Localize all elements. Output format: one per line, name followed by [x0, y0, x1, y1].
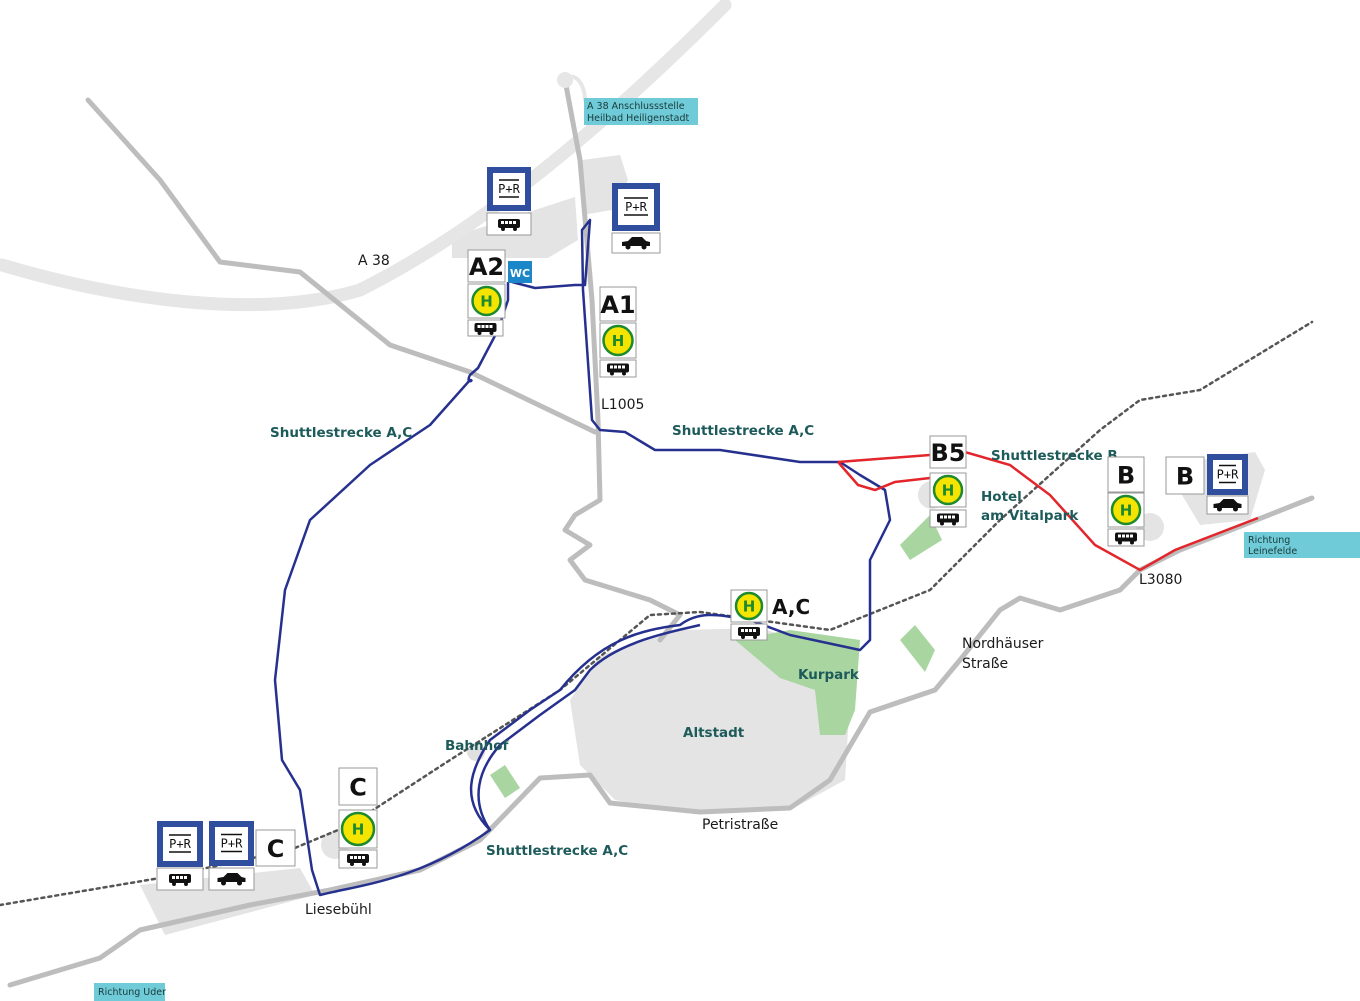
- info-box-uder: Richtung Uder: [94, 983, 166, 1001]
- bus-icon: [1107, 528, 1145, 547]
- label-l3080: L3080: [1139, 572, 1182, 588]
- stop-label-a2[interactable]: A2: [467, 249, 506, 283]
- car-icon: [1206, 495, 1249, 515]
- shuttle-route-ac: [273, 218, 892, 897]
- label-hotel-2: am Vitalpark: [981, 508, 1079, 524]
- bus-icon: [599, 359, 637, 378]
- wc-text: WC: [510, 267, 530, 280]
- stop-letter: B: [1176, 463, 1194, 491]
- info-text: A 38 Anschlussstelle: [587, 101, 685, 112]
- label-nordhaeuser-2: Straße: [962, 656, 1008, 672]
- bus-stop-h-icon: H: [467, 283, 506, 319]
- stop-letter: C: [349, 774, 367, 802]
- park-and-ride-icon: P+R: [209, 821, 254, 866]
- bus-stop-h-icon: H: [929, 472, 967, 508]
- railway: [0, 320, 1314, 907]
- label-altstadt: Altstadt: [683, 725, 745, 741]
- stop-label-b5[interactable]: B5: [929, 435, 967, 469]
- h-letter: H: [480, 293, 493, 311]
- bus-stop-h-icon: H: [730, 589, 768, 623]
- info-box-leinefelde: Richtung Leinefelde: [1244, 532, 1360, 558]
- h-letter: H: [743, 598, 756, 616]
- park-and-ride-icon: P+R: [157, 821, 203, 867]
- pr-text: P+R: [169, 837, 191, 851]
- pr-text: P+R: [221, 837, 243, 851]
- stop-label-a1[interactable]: A1: [599, 286, 637, 322]
- bus-stop-h-icon: H: [599, 322, 637, 359]
- info-text: Heilbad Heiligenstadt: [587, 113, 689, 124]
- pr-text: P+R: [498, 182, 520, 196]
- bus-icon: [156, 867, 204, 891]
- stop-label-ac[interactable]: A,C: [772, 595, 810, 619]
- label-l1005: L1005: [601, 397, 644, 413]
- stop-label-c-parking[interactable]: C: [255, 829, 296, 867]
- stop-label-b[interactable]: B: [1107, 456, 1145, 493]
- stop-letter: A2: [469, 253, 504, 281]
- park-and-ride-icon: P+R: [1207, 454, 1248, 495]
- label-nordhaeuser-1: Nordhäuser: [962, 636, 1044, 652]
- h-letter: H: [1120, 502, 1133, 520]
- info-text: Richtung: [1248, 535, 1290, 546]
- bus-icon: [338, 849, 378, 869]
- bus-icon: [929, 509, 967, 528]
- label-liesebuehl: Liesebühl: [305, 902, 372, 918]
- label-hotel-1: Hotel: [981, 489, 1022, 505]
- bus-stop-h-icon: H: [1107, 492, 1145, 528]
- info-text: Richtung Uder: [98, 987, 166, 998]
- label-bahnhof: Bahnhof: [445, 738, 509, 754]
- h-letter: H: [352, 821, 365, 839]
- car-icon: [208, 867, 255, 891]
- label-shuttle-ac-2: Shuttlestrecke A,C: [672, 423, 814, 439]
- label-shuttle-ac-3: Shuttlestrecke A,C: [486, 843, 628, 859]
- pr-text: P+R: [1217, 468, 1239, 482]
- bus-icon: [730, 623, 768, 641]
- info-text: Leinefelde: [1248, 546, 1297, 557]
- bus-stop-h-icon: H: [338, 809, 378, 849]
- bus-icon: [486, 212, 532, 236]
- car-icon: [611, 232, 661, 254]
- label-a38: A 38: [358, 253, 390, 269]
- stop-letter: B5: [931, 439, 966, 467]
- park-and-ride-icon: P+R: [612, 183, 660, 231]
- park-and-ride-icon: P+R: [487, 167, 531, 211]
- h-letter: H: [942, 482, 955, 500]
- wc-icon: WC: [508, 261, 532, 283]
- pr-text: P+R: [625, 200, 647, 214]
- stop-label-c[interactable]: C: [338, 767, 378, 806]
- stop-letter: C: [267, 835, 285, 863]
- stop-letter: A1: [600, 291, 635, 319]
- stop-letter: B: [1117, 462, 1135, 490]
- label-kurpark: Kurpark: [798, 667, 860, 683]
- h-letter: H: [612, 332, 625, 350]
- map-labels: A 38 L1005 L3080 Nordhäuser Straße Petri…: [270, 253, 1182, 918]
- bus-icon: [467, 319, 504, 337]
- stop-label-b-parking[interactable]: B: [1165, 456, 1205, 495]
- label-shuttle-ac-1: Shuttlestrecke A,C: [270, 425, 412, 441]
- info-box-anschluss: A 38 Anschlussstelle Heilbad Heiligensta…: [584, 98, 698, 125]
- label-petristrasse: Petristraße: [702, 817, 778, 833]
- label-shuttle-b: Shuttlestrecke B: [991, 448, 1118, 464]
